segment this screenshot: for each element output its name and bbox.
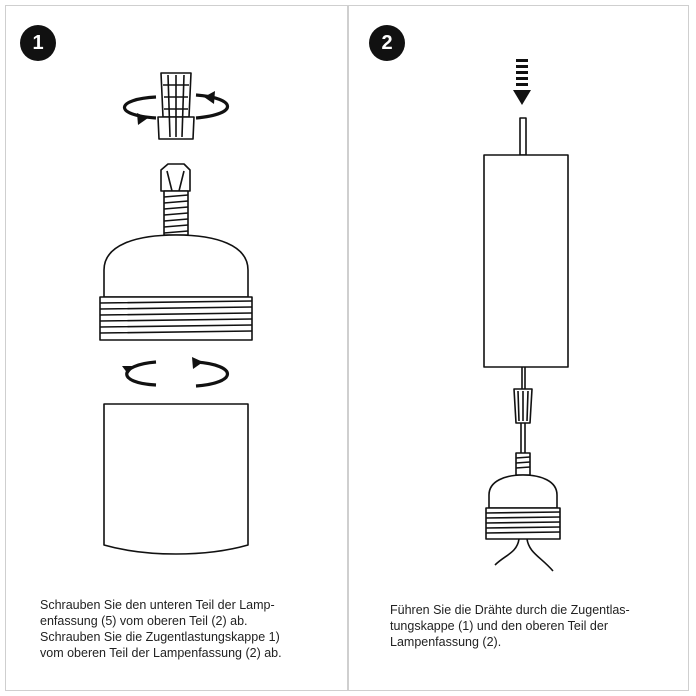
down-arrow-icon bbox=[513, 59, 531, 105]
strain-relief-cap bbox=[157, 72, 195, 140]
step-1-number: 1 bbox=[32, 31, 44, 54]
caption-line: tungskappe (1) und den oberen Teil der bbox=[390, 619, 608, 633]
step-2-illustration bbox=[483, 59, 569, 572]
step-1-badge: 1 bbox=[20, 25, 56, 61]
caption-line: Führen Sie die Drähte durch die Zugentla… bbox=[390, 603, 630, 617]
caption-line: vom oberen Teil der Lampenfassung (2) ab… bbox=[40, 646, 282, 660]
caption-line: enfassung (5) vom oberen Teil (2) ab. bbox=[40, 614, 248, 628]
threaded-nipple bbox=[160, 163, 191, 236]
rotate-arrow-icon bbox=[125, 360, 229, 388]
caption-line: Lampenfassung (2). bbox=[390, 635, 502, 649]
socket-lower-part bbox=[103, 403, 249, 555]
step-1-caption: Schrauben Sie den unteren Teil der Lamp-… bbox=[40, 597, 282, 661]
strain-relief-cap bbox=[513, 388, 533, 424]
socket-upper-part bbox=[99, 234, 253, 341]
step-2-badge: 2 bbox=[369, 25, 405, 61]
caption-line: Schrauben Sie die Zugentlastungskappe 1) bbox=[40, 630, 280, 644]
socket-upper-part bbox=[485, 474, 561, 540]
cable bbox=[519, 117, 527, 156]
step-2-number: 2 bbox=[381, 31, 393, 54]
step-2-caption: Führen Sie die Drähte durch die Zugentla… bbox=[390, 602, 630, 650]
step-1-illustration bbox=[99, 72, 253, 555]
lamp-shade bbox=[483, 154, 569, 368]
step-2-panel: 2 bbox=[349, 5, 690, 691]
step-1-panel: 1 bbox=[6, 5, 347, 691]
panel-divider bbox=[347, 5, 349, 691]
caption-line: Schrauben Sie den unteren Teil der Lamp- bbox=[40, 598, 275, 612]
